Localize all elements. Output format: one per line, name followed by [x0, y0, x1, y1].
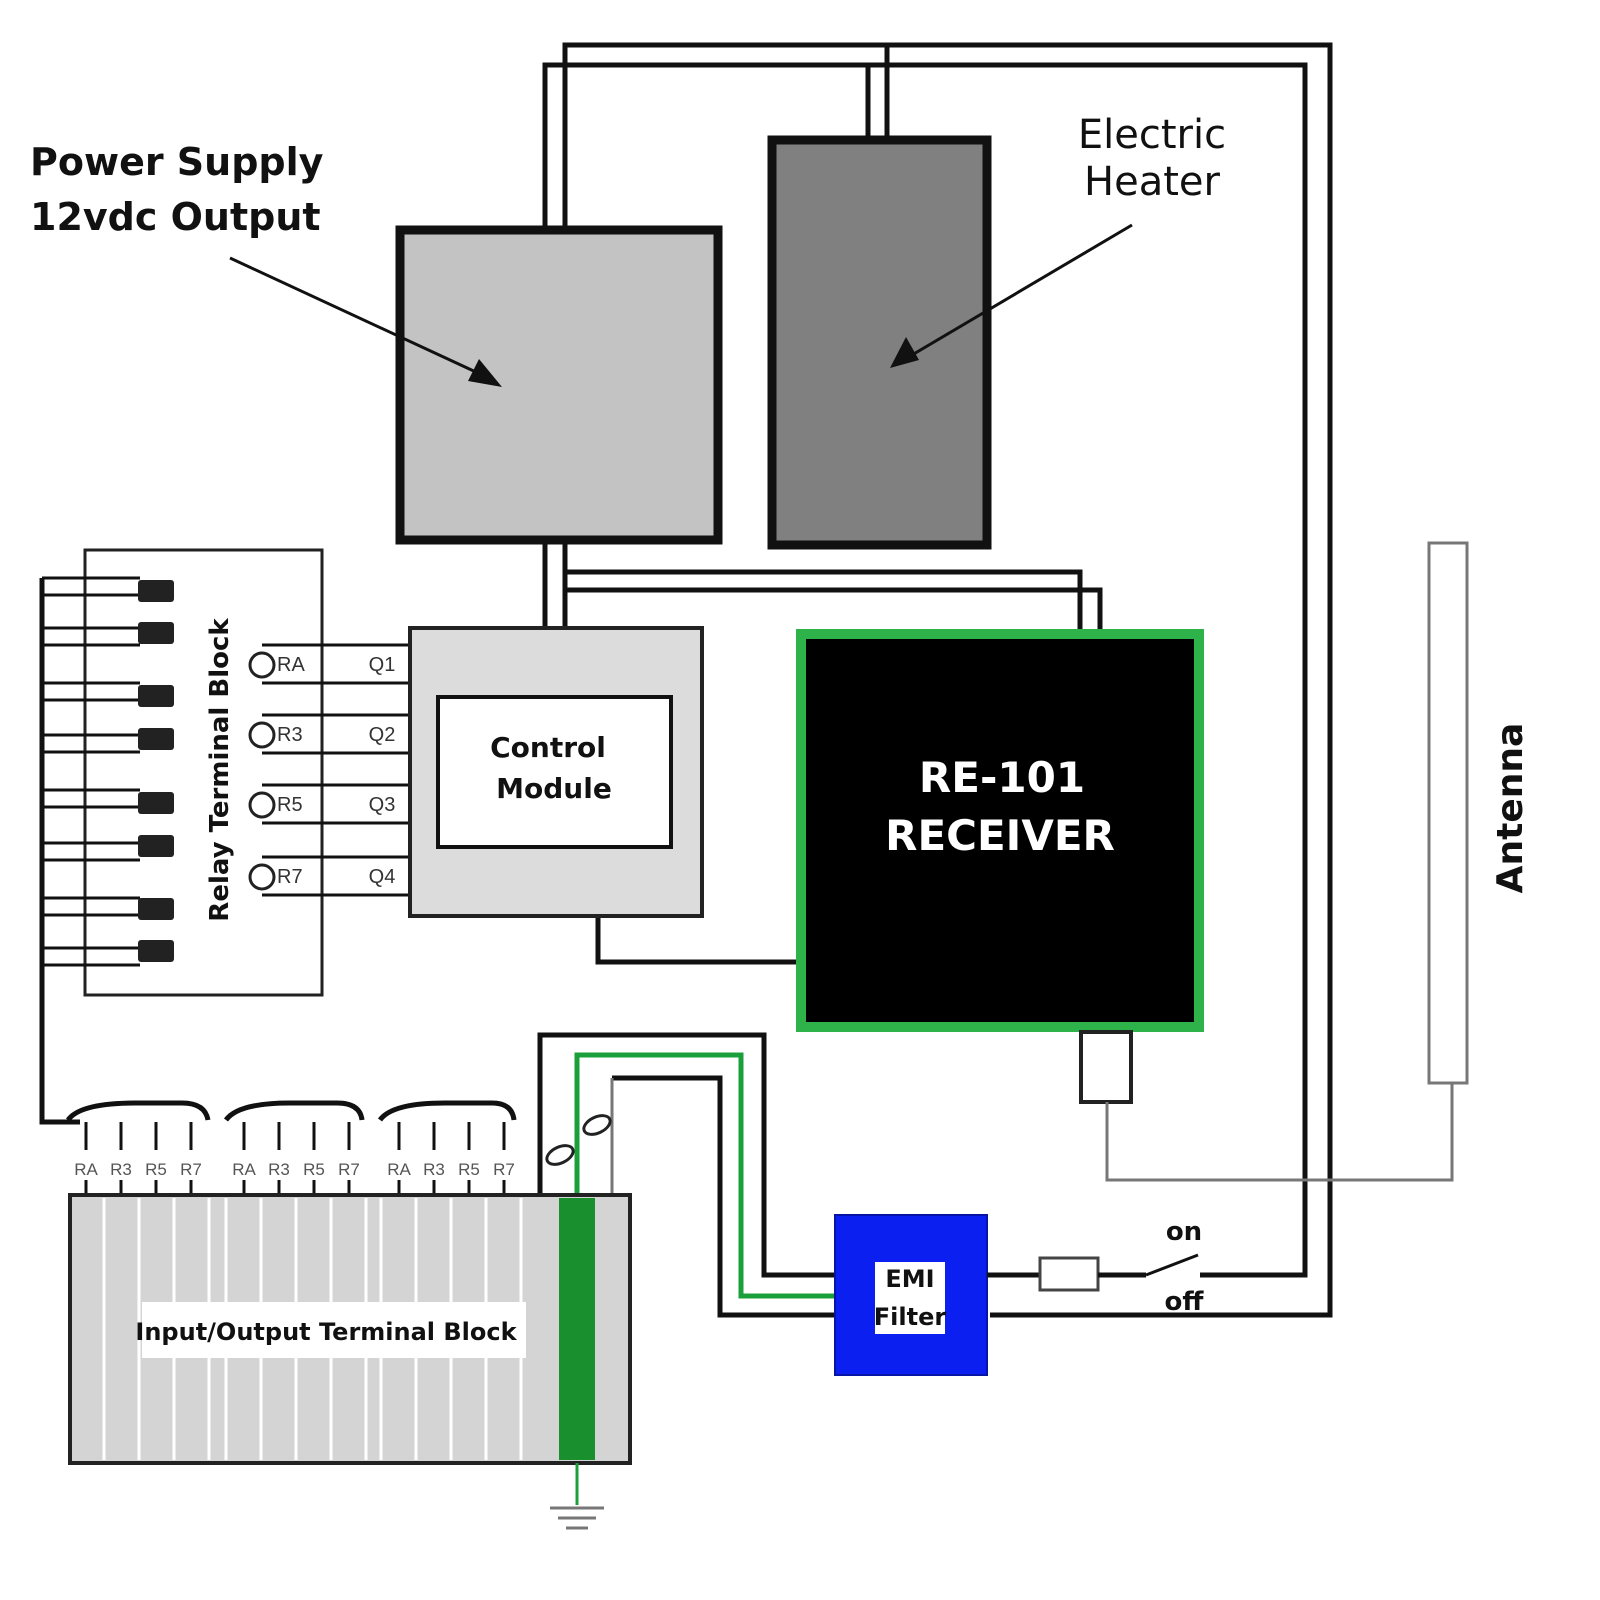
io-block-label-bg: [142, 1302, 526, 1358]
io-terminal-label: R7: [180, 1160, 202, 1179]
io-terminal-label: R3: [110, 1160, 132, 1179]
control-module-label-2: Module: [496, 772, 612, 805]
relay-input-label: R3: [277, 724, 303, 746]
fuse-and-switch: on off: [987, 1217, 1204, 1317]
emi-wiring: [537, 1032, 835, 1318]
power-supply-arrow: [229, 256, 479, 375]
emi-filter-label-1: EMI: [885, 1265, 934, 1293]
switch-off-label: off: [1165, 1287, 1205, 1317]
power-supply-label-2: 12vdc Output: [30, 195, 321, 239]
relay-input-terminals: RA R3 R5 R7: [248, 651, 305, 891]
heater-arrowhead: [890, 337, 919, 368]
control-module-panel: [436, 695, 673, 849]
antenna-rod: [1427, 541, 1469, 1085]
switch-on-label: on: [1166, 1217, 1202, 1247]
power-supply-label-1: Power Supply: [30, 140, 324, 184]
io-terminal-label: R7: [338, 1160, 360, 1179]
relay-coil: [138, 835, 174, 857]
antenna: Antenna: [1105, 541, 1531, 1182]
io-terminal-label: RA: [74, 1160, 98, 1179]
io-terminal-label: R5: [303, 1160, 325, 1179]
io-terminal-label: R5: [458, 1160, 480, 1179]
ground-symbol: [550, 1463, 604, 1530]
control-module-label-1: Control: [490, 731, 606, 764]
relay-coil: [138, 940, 174, 962]
emi-filter: EMI Filter: [834, 1214, 988, 1376]
power-supply-arrowhead: [468, 359, 502, 387]
io-terminal-label: R5: [145, 1160, 167, 1179]
io-terminal-label: R3: [423, 1160, 445, 1179]
top-wiring: [542, 42, 1333, 1318]
control-output-label: Q4: [369, 866, 396, 888]
psu-wiring: [542, 540, 1103, 965]
surge-suppressors: [545, 1114, 612, 1166]
relay-coil: [138, 580, 174, 602]
relay-input-label: R5: [277, 794, 303, 816]
ground-terminal: [559, 1198, 595, 1460]
io-terminal-label: R3: [268, 1160, 290, 1179]
relay-coil: [138, 685, 174, 707]
callouts: Power Supply 12vdc Output Electric Heate…: [30, 112, 1226, 387]
relay-input-label: R7: [277, 866, 303, 888]
heater-label-2: Heater: [1084, 159, 1220, 205]
electric-heater: [767, 135, 992, 550]
relay-coil: [138, 792, 174, 814]
control-output-label: Q1: [369, 654, 396, 676]
relay-coil: [138, 728, 174, 750]
control-module: Control Module Q1 Q2 Q3 Q4: [369, 626, 704, 918]
emi-filter-label-bg: [875, 1262, 945, 1334]
power-supply: [395, 225, 723, 545]
heater-label-1: Electric: [1078, 112, 1226, 158]
power-switch[interactable]: [1145, 1253, 1199, 1277]
relay-block-label: Relay Terminal Block: [205, 618, 235, 922]
fuse: [1038, 1256, 1100, 1292]
receiver: RE-101 RECEIVER: [796, 629, 1204, 1104]
antenna-label: Antenna: [1490, 723, 1531, 894]
control-output-label: Q3: [369, 794, 396, 816]
relay-coil: [138, 898, 174, 920]
receiver-antenna-connector: [1079, 1030, 1133, 1104]
receiver-label-1: RE-101: [919, 753, 1085, 802]
io-terminal-labels: RA R3 R5 R7 RA R3 R5 R7 RA R3 R5 R7: [74, 1160, 515, 1179]
io-terminal-label: R7: [493, 1160, 515, 1179]
io-terminal-label: RA: [232, 1160, 256, 1179]
relay-input-label: RA: [277, 654, 305, 676]
emi-filter-label-2: Filter: [874, 1303, 947, 1331]
receiver-label-2: RECEIVER: [885, 811, 1115, 860]
control-output-label: Q2: [369, 724, 396, 746]
heater-arrow: [911, 223, 1133, 357]
relay-terminal-block: Relay Terminal Block RA R3 R5 R7: [39, 548, 324, 1125]
io-terminal-label: RA: [387, 1160, 411, 1179]
relay-control-wiring: [262, 643, 410, 897]
relay-coil: [138, 622, 174, 644]
io-terminal-block: RA R3 R5 R7 RA R3 R5 R7 RA R3 R5 R7: [65, 1100, 632, 1465]
io-block-label: Input/Output Terminal Block: [135, 1318, 517, 1346]
